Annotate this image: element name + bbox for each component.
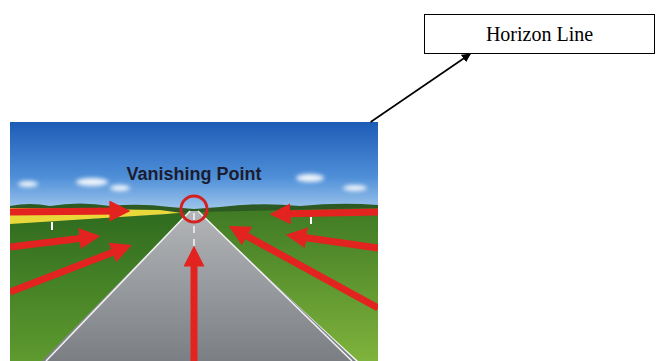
cloud [18, 181, 38, 187]
leader-arrow [371, 54, 471, 122]
perspective-arrow [10, 237, 92, 247]
center-line [193, 213, 195, 361]
perspective-arrow [10, 211, 122, 212]
vanishing-point-circle [181, 196, 207, 222]
road [42, 211, 356, 361]
node-label: Horizon Line [486, 23, 593, 46]
sky [10, 122, 378, 214]
cloud [296, 174, 324, 182]
perspective-arrow [236, 230, 378, 308]
perspective-arrow [10, 248, 124, 292]
road-photo [10, 122, 378, 361]
cloud [343, 185, 367, 191]
marker-post [51, 222, 53, 230]
cloud [110, 185, 130, 191]
photo-frame: Vanishing Point [10, 122, 378, 361]
road-edge-line [198, 211, 352, 361]
perspective-arrow [278, 212, 378, 214]
perspective-arrow [191, 254, 198, 361]
perspective-arrows [10, 211, 378, 361]
node-label: Vanishing Point [10, 164, 378, 185]
cloud [76, 178, 108, 186]
marker-post [310, 217, 312, 224]
road-edge-line [46, 211, 190, 361]
perspective-arrow [294, 236, 378, 248]
label-box: Horizon Line [424, 14, 655, 54]
